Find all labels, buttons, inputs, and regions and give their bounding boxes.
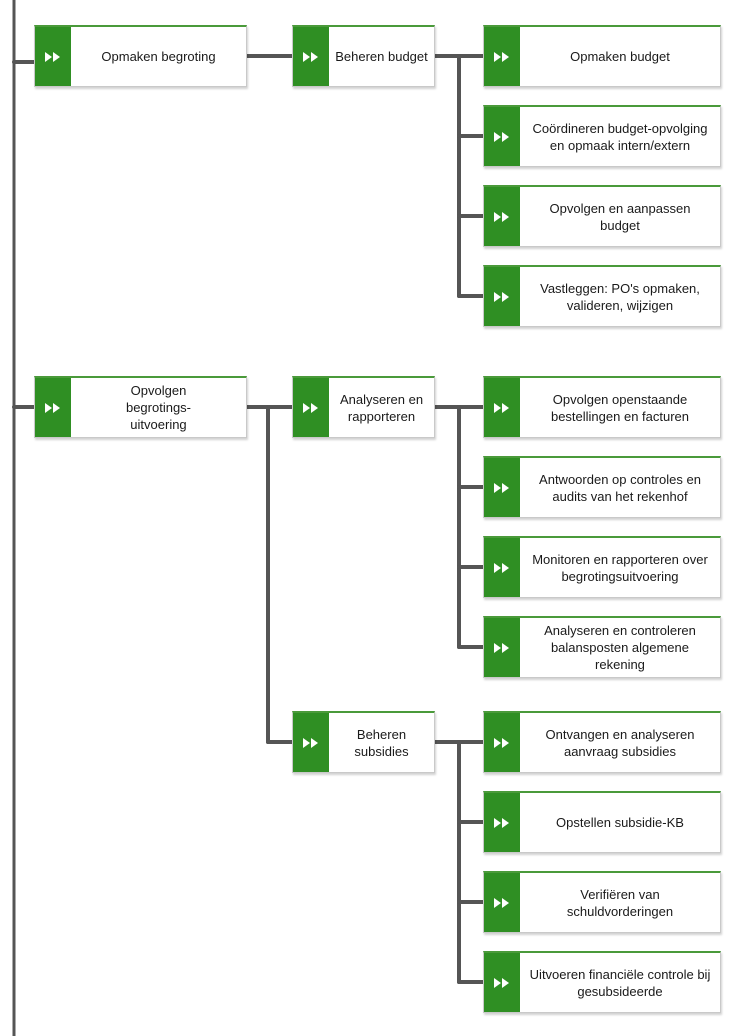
fast-forward-icon	[484, 793, 520, 852]
node-label: Beheren budget	[335, 49, 428, 64]
node-label: Opmaken budget	[570, 49, 670, 64]
node-opmaken-begroting[interactable]: Opmaken begroting	[34, 25, 247, 87]
fast-forward-icon	[484, 378, 520, 437]
node-opmaken-budget[interactable]: Opmaken budget	[483, 25, 721, 87]
node-vastleggen-pos[interactable]: Vastleggen: PO's opmaken,valideren, wijz…	[483, 265, 721, 327]
fast-forward-icon	[35, 378, 71, 437]
fast-forward-icon	[484, 267, 520, 326]
fast-forward-icon	[484, 618, 520, 677]
node-label: Opmaken begroting	[101, 49, 216, 64]
fast-forward-icon	[484, 953, 520, 1012]
fast-forward-icon	[484, 27, 520, 86]
node-label: Opstellen subsidie-KB	[556, 815, 684, 830]
fast-forward-icon	[484, 713, 520, 772]
node-beheren-budget[interactable]: Beheren budget	[292, 25, 435, 87]
fast-forward-icon	[35, 27, 71, 86]
fast-forward-icon	[484, 107, 520, 166]
fast-forward-icon	[484, 458, 520, 517]
fast-forward-icon	[293, 378, 329, 437]
fast-forward-icon	[293, 27, 329, 86]
node-opstellen-subsidie-kb[interactable]: Opstellen subsidie-KB	[483, 791, 721, 853]
fast-forward-icon	[484, 538, 520, 597]
fast-forward-icon	[484, 187, 520, 246]
node-label: Vastleggen: PO's opmaken,valideren, wijz…	[540, 280, 700, 313]
fast-forward-icon	[484, 873, 520, 932]
fast-forward-icon	[293, 713, 329, 772]
